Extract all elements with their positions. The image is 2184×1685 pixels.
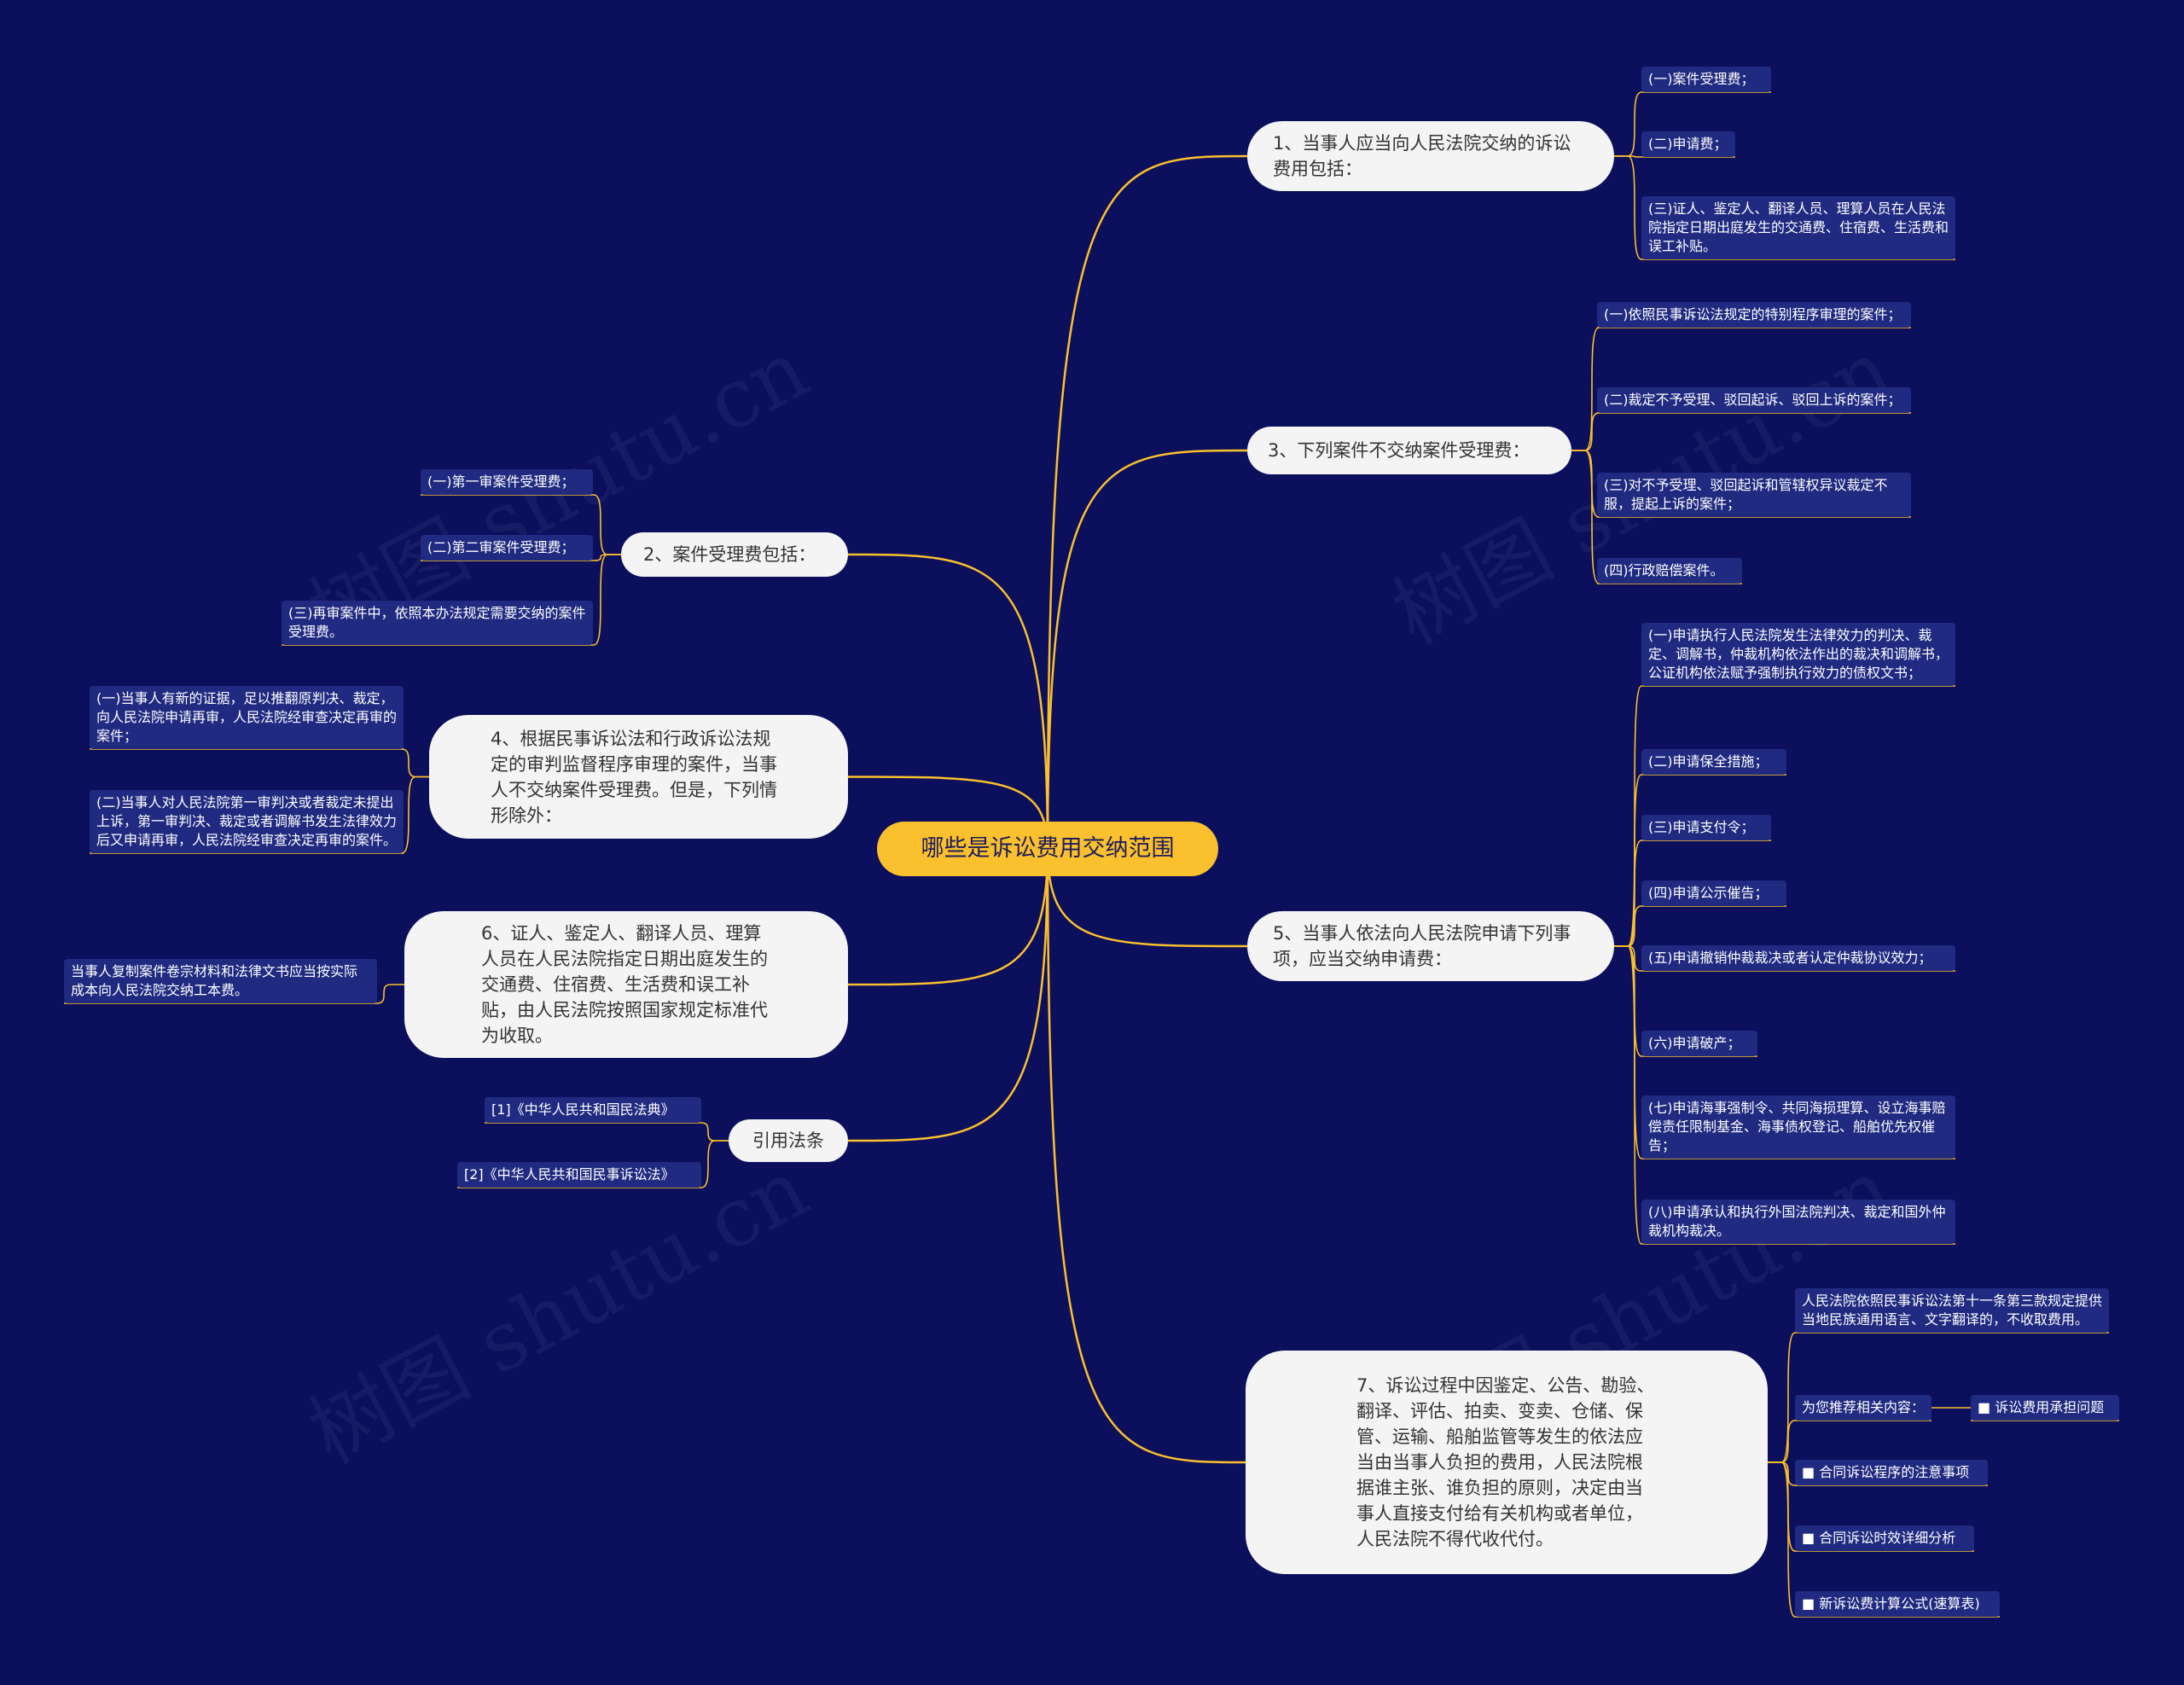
branch-label: 3、下列案件不交纳案件受理费： bbox=[1268, 440, 1531, 461]
branch-label: 4、根据民事诉讼法和行政诉讼法规定的审判监督程序审理的案件，当事人不交纳案件受理… bbox=[491, 728, 777, 826]
branch-label: 2、案件受理费包括： bbox=[643, 544, 816, 565]
connector-line bbox=[1571, 450, 1600, 518]
connector-line bbox=[376, 984, 404, 1004]
leaf-item[interactable]: (四)行政赔偿案件。 bbox=[1597, 558, 1742, 584]
root-topic[interactable]: 哪些是诉讼费用交纳范围 bbox=[877, 822, 1218, 876]
recommended-link[interactable]: ■ 新诉讼费计算公式(速算表) bbox=[1795, 1591, 2000, 1617]
connector-line bbox=[1614, 905, 1642, 947]
connector-line bbox=[1614, 945, 1642, 1057]
leaf-item[interactable]: (六)申请破产； bbox=[1641, 1031, 1757, 1056]
leaf-item[interactable]: (一)案件受理费； bbox=[1641, 67, 1771, 92]
leaf-item[interactable]: (一)依照民事诉讼法规定的特别程序审理的案件； bbox=[1597, 302, 1911, 328]
leaf-item[interactable]: (四)申请公示催告； bbox=[1641, 880, 1786, 906]
connector-line bbox=[847, 848, 1049, 1142]
leaf-item[interactable]: (二)申请费； bbox=[1641, 131, 1735, 157]
connector-line bbox=[1614, 774, 1642, 947]
connector-line bbox=[1768, 1461, 1796, 1552]
leaf-item[interactable]: (七)申请海事强制令、共同海损理算、设立海事赔偿责任限制基金、海事债权登记、船舶… bbox=[1641, 1095, 1955, 1159]
branch-label: 1、当事人应当向人民法院交纳的诉讼费用包括： bbox=[1273, 133, 1571, 179]
connector-line bbox=[1768, 1420, 1796, 1463]
leaf-item[interactable]: (三)证人、鉴定人、翻译人员、理算人员在人民法院指定日期出庭发生的交通费、住宿费… bbox=[1641, 196, 1955, 259]
connector-line bbox=[1614, 91, 1642, 157]
connector-line bbox=[593, 554, 621, 561]
connector-line bbox=[1768, 1461, 1796, 1618]
connector-line bbox=[1046, 848, 1248, 948]
connector-line bbox=[1614, 840, 1642, 947]
leaf-item[interactable]: 人民法院依照民事诉讼法第十一条第三款规定提供当地民族通用语言、文字翻译的，不收取… bbox=[1795, 1288, 2109, 1333]
leaf-item[interactable]: (八)申请承认和执行外国法院判决、裁定和国外仲裁机构裁决。 bbox=[1641, 1200, 1955, 1244]
connector-line bbox=[1571, 450, 1600, 584]
leaf-item[interactable]: (一)第一审案件受理费； bbox=[421, 469, 593, 495]
leaf-item[interactable]: (三)再审案件中，依照本办法规定需要交纳的案件受理费。 bbox=[282, 601, 593, 645]
leaf-item[interactable]: (二)裁定不予受理、驳回起诉、驳回上诉的案件； bbox=[1597, 387, 1911, 413]
connector-line bbox=[1768, 1332, 1796, 1463]
connector-line bbox=[401, 776, 429, 854]
leaf-item[interactable]: (一)当事人有新的证据，足以推翻原判决、裁定，向人民法院申请再审，人民法院经审查… bbox=[90, 686, 404, 749]
connector-line bbox=[847, 553, 1049, 850]
leaf-item[interactable]: (一)申请执行人民法院发生法律效力的判决、裁定、调解书，仲裁机构依法作出的裁决和… bbox=[1641, 623, 1955, 686]
connector-line bbox=[1571, 327, 1600, 451]
connector-line bbox=[593, 494, 621, 555]
leaf-item[interactable]: (二)申请保全措施； bbox=[1641, 749, 1786, 775]
leaf-item[interactable]: (二)当事人对人民法院第一审判决或者裁定未提出上诉，第一审判决、裁定或者调解书发… bbox=[90, 790, 404, 853]
connector-line bbox=[401, 748, 429, 778]
branch-witness-costs[interactable]: 6、证人、鉴定人、翻译人员、理算人员在人民法院指定日期出庭发生的交通费、住宿费、… bbox=[404, 911, 848, 1058]
branch-retrial-exceptions[interactable]: 4、根据民事诉讼法和行政诉讼法规定的审判监督程序审理的案件，当事人不交纳案件受理… bbox=[429, 715, 848, 839]
branch-label: 6、证人、鉴定人、翻译人员、理算人员在人民法院指定日期出庭发生的交通费、住宿费、… bbox=[481, 923, 768, 1046]
branch-fees-include[interactable]: 1、当事人应当向人民法院交纳的诉讼费用包括： bbox=[1247, 121, 1614, 191]
leaf-item[interactable]: (三)申请支付令； bbox=[1641, 815, 1771, 840]
recommended-link[interactable]: ■ 诉讼费用承担问题 bbox=[1971, 1395, 2119, 1421]
leaf-item[interactable]: (五)申请撤销仲裁裁决或者认定仲裁协议效力； bbox=[1641, 945, 1955, 971]
leaf-item[interactable]: (三)对不予受理、驳回起诉和管辖权异议裁定不服，提起上诉的案件； bbox=[1597, 473, 1911, 517]
connector-line bbox=[700, 1122, 729, 1142]
connector-line bbox=[1571, 412, 1600, 451]
connector-line bbox=[1768, 1461, 1796, 1486]
recommended-link[interactable]: ■ 合同诉讼时效详细分析 bbox=[1795, 1525, 1974, 1551]
branch-label: 引用法条 bbox=[752, 1130, 824, 1151]
connector-line bbox=[1046, 449, 1248, 850]
connector-line bbox=[1046, 154, 1248, 850]
leaf-item[interactable]: 当事人复制案件卷宗材料和法律文书应当按实际成本向人民法院交纳工本费。 bbox=[64, 959, 377, 1003]
connector-line bbox=[847, 848, 1049, 986]
branch-label: 7、诉讼过程中因鉴定、公告、勘验、翻译、评估、拍卖、变卖、仓储、保管、运输、船舶… bbox=[1356, 1375, 1655, 1549]
branch-label: 5、当事人依法向人民法院申请下列事项，应当交纳申请费： bbox=[1273, 923, 1571, 969]
connector-line bbox=[593, 554, 621, 646]
recommended-link[interactable]: ■ 合同诉讼程序的注意事项 bbox=[1795, 1460, 1988, 1485]
connector-line bbox=[1614, 945, 1642, 1245]
branch-cited-laws[interactable]: 引用法条 bbox=[729, 1119, 848, 1162]
connector-line bbox=[1046, 848, 1246, 1464]
connector-line bbox=[700, 1140, 729, 1188]
cited-law[interactable]: [2]《中华人民共和国民事诉讼法》 bbox=[457, 1162, 701, 1188]
branch-acceptance-fee[interactable]: 2、案件受理费包括： bbox=[621, 532, 848, 577]
leaf-item[interactable]: 为您推荐相关内容： bbox=[1795, 1395, 1931, 1421]
branch-no-acceptance-fee[interactable]: 3、下列案件不交纳案件受理费： bbox=[1247, 427, 1571, 474]
branch-litigation-expenses[interactable]: 7、诉讼过程中因鉴定、公告、勘验、翻译、评估、拍卖、变卖、仓储、保管、运输、船舶… bbox=[1246, 1351, 1768, 1574]
leaf-item[interactable]: (二)第二审案件受理费； bbox=[421, 535, 593, 561]
connector-line bbox=[1614, 945, 1642, 972]
cited-law[interactable]: [1]《中华人民共和国民法典》 bbox=[485, 1097, 701, 1123]
connector-line bbox=[1614, 155, 1642, 260]
branch-application-fee[interactable]: 5、当事人依法向人民法院申请下列事项，应当交纳申请费： bbox=[1247, 911, 1614, 981]
